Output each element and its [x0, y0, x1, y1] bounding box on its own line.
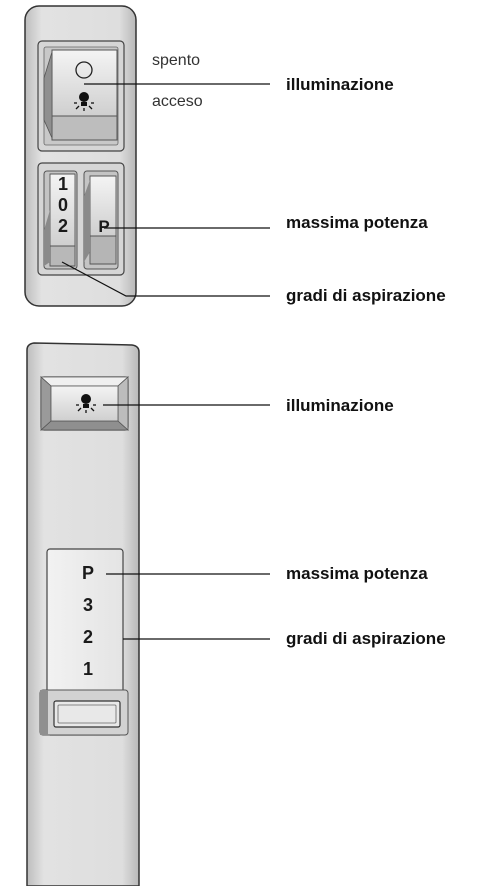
- slider-step-2: 2: [82, 627, 93, 647]
- power-label-bottom: massima potenza: [286, 564, 428, 583]
- slider-step-3: 3: [82, 595, 93, 615]
- light-switch[interactable]: [37, 40, 125, 152]
- light-push-button[interactable]: [39, 376, 130, 431]
- fan-switch-housing: [37, 162, 125, 276]
- state-off-label: spento: [152, 52, 201, 69]
- rocker-digit-2: 2: [57, 216, 68, 236]
- circle-icon: [75, 61, 93, 79]
- fan-speed-slider[interactable]: [39, 548, 129, 736]
- lightbulb-icon: [76, 394, 96, 413]
- leader-line-levels: [61, 261, 270, 297]
- boost-rocker[interactable]: [83, 170, 119, 270]
- rocker-digit-0: 0: [57, 195, 68, 215]
- boost-key-label: P: [98, 217, 110, 236]
- levels-label: gradi di aspirazione: [286, 286, 446, 305]
- slider-knob[interactable]: [53, 700, 121, 728]
- lightbulb-icon: [74, 92, 94, 111]
- levels-label-bottom: gradi di aspirazione: [286, 629, 446, 648]
- state-on-label: acceso: [152, 93, 203, 110]
- light-label: illuminazione: [286, 75, 394, 94]
- fan-level-rocker[interactable]: [43, 170, 78, 270]
- light-label-bottom: illuminazione: [286, 396, 394, 415]
- rocker-digit-1: 1: [57, 174, 68, 194]
- power-label: massima potenza: [286, 213, 428, 232]
- top-control-panel: [24, 5, 270, 307]
- bottom-control-panel: [26, 342, 270, 886]
- slider-step-1: 1: [82, 659, 93, 679]
- slider-step-p: P: [81, 563, 94, 583]
